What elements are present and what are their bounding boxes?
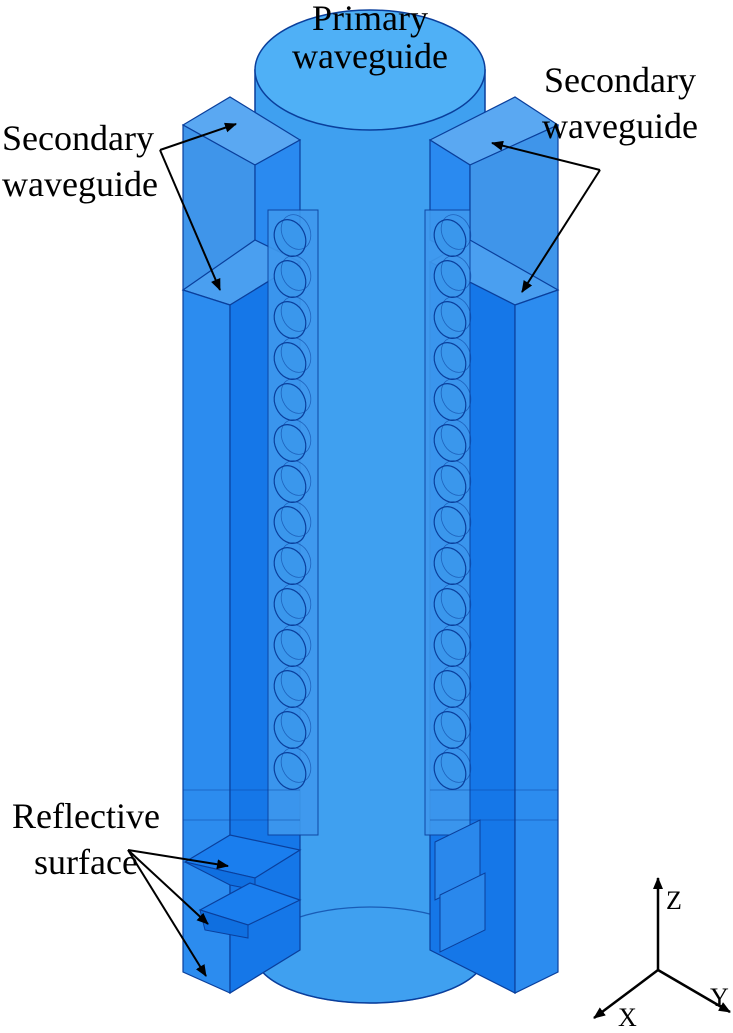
coupling-hole-right-1 — [433, 260, 467, 298]
coupling-hole-right-8 — [433, 547, 467, 585]
coupling-hole-left-1 — [273, 260, 307, 298]
label-secondary-right-line1: Secondary — [544, 60, 696, 100]
coupling-hole-right-rim-0 — [440, 214, 472, 250]
arrow-reflective-3 — [127, 849, 207, 977]
coupling-holes-right — [433, 214, 472, 790]
arrow-reflective-2 — [127, 849, 209, 925]
coupling-hole-right-9 — [433, 588, 467, 626]
coupling-hole-left-rim-9 — [280, 583, 312, 619]
label-primary-line1: Primary — [312, 0, 428, 38]
coupling-hole-right-13 — [433, 752, 467, 790]
label-primary-line2: waveguide — [292, 36, 448, 76]
coupling-hole-left-rim-3 — [280, 337, 312, 373]
label-primary-waveguide: Primary waveguide — [270, 0, 470, 76]
annotation-arrows — [127, 122, 601, 977]
axis-label-y: Y — [710, 983, 729, 1012]
arrow-secondary-right-top — [491, 140, 601, 171]
coupling-hole-left-11 — [273, 670, 307, 708]
coupling-hole-right-rim-2 — [440, 296, 472, 332]
coupling-hole-right-4 — [433, 383, 467, 421]
coupling-hole-left-9 — [273, 588, 307, 626]
label-reflective-line1: Reflective — [12, 796, 160, 836]
coupling-hole-right-rim-8 — [440, 542, 472, 578]
coupling-hole-left-rim-6 — [280, 460, 312, 496]
axis-label-x: X — [618, 1003, 637, 1032]
coupling-hole-right-rim-3 — [440, 337, 472, 373]
coupling-hole-left-rim-7 — [280, 501, 312, 537]
coupling-hole-left-rim-8 — [280, 542, 312, 578]
coupling-hole-right-12 — [433, 711, 467, 749]
coupling-hole-left-2 — [273, 301, 307, 339]
label-reflective-surface: Reflective surface — [0, 796, 172, 882]
coupling-hole-right-5 — [433, 424, 467, 462]
coupling-hole-right-11 — [433, 670, 467, 708]
coupling-hole-left-4 — [273, 383, 307, 421]
coupling-hole-left-rim-1 — [280, 255, 312, 291]
coupling-hole-right-2 — [433, 301, 467, 339]
coupling-hole-right-0 — [433, 219, 467, 257]
coupling-hole-right-10 — [433, 629, 467, 667]
coupling-hole-left-rim-12 — [280, 706, 312, 742]
coordinate-axes — [593, 877, 731, 1019]
axis-label-z: Z — [666, 886, 682, 915]
label-secondary-left-line1: Secondary — [2, 118, 154, 158]
coupling-hole-left-rim-10 — [280, 624, 312, 660]
coupling-hole-left-rim-13 — [280, 747, 312, 783]
coupling-hole-right-7 — [433, 506, 467, 544]
coupling-hole-left-13 — [273, 752, 307, 790]
coupling-hole-right-rim-9 — [440, 583, 472, 619]
coupling-hole-left-0 — [273, 219, 307, 257]
coupling-hole-right-3 — [433, 342, 467, 380]
coupling-hole-left-3 — [273, 342, 307, 380]
coupling-hole-left-8 — [273, 547, 307, 585]
coupling-hole-right-rim-12 — [440, 706, 472, 742]
label-secondary-waveguide-left: Secondary waveguide — [2, 118, 158, 204]
coupling-hole-right-rim-13 — [440, 747, 472, 783]
coupling-hole-right-rim-6 — [440, 460, 472, 496]
coupling-hole-right-rim-1 — [440, 255, 472, 291]
x-axis — [593, 969, 659, 1019]
coupling-hole-left-6 — [273, 465, 307, 503]
coupling-holes-left — [273, 214, 312, 790]
arrow-reflective-1 — [127, 849, 229, 870]
label-reflective-line2: surface — [34, 842, 138, 882]
arrow-secondary-right-mid — [521, 169, 601, 293]
coupling-hole-right-rim-5 — [440, 419, 472, 455]
coupling-hole-left-rim-5 — [280, 419, 312, 455]
coupling-hole-right-rim-7 — [440, 501, 472, 537]
coupling-hole-left-rim-2 — [280, 296, 312, 332]
coupling-hole-left-rim-4 — [280, 378, 312, 414]
coupling-hole-right-6 — [433, 465, 467, 503]
arrow-secondary-left-mid — [159, 149, 221, 291]
coupling-hole-right-rim-4 — [440, 378, 472, 414]
label-secondary-left-line2: waveguide — [2, 164, 158, 204]
coupling-hole-right-rim-10 — [440, 624, 472, 660]
arrow-secondary-left-top — [159, 122, 237, 151]
label-secondary-right-line2: waveguide — [542, 106, 698, 146]
coupling-hole-left-rim-11 — [280, 665, 312, 701]
coupling-hole-left-rim-0 — [280, 214, 312, 250]
coupling-hole-right-rim-11 — [440, 665, 472, 701]
label-secondary-waveguide-right: Secondary waveguide — [520, 60, 720, 146]
coupling-hole-left-10 — [273, 629, 307, 667]
y-axis — [657, 968, 731, 1014]
coupling-hole-left-5 — [273, 424, 307, 462]
coupling-hole-left-12 — [273, 711, 307, 749]
cylinder-top-face — [254, 9, 486, 131]
coupling-hole-left-7 — [273, 506, 307, 544]
